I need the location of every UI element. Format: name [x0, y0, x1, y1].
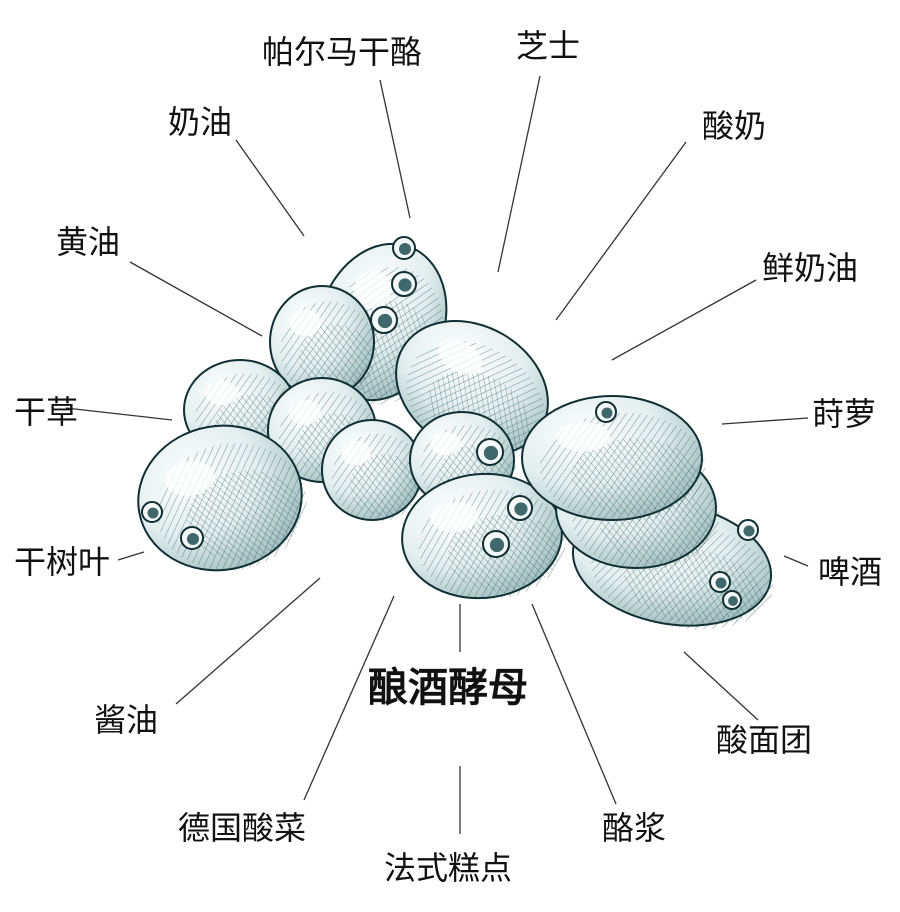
- bud-scar-11: [709, 571, 731, 593]
- leader-line-butter: [129, 261, 263, 337]
- leader-line-parma: [379, 79, 411, 219]
- label-sauerkraut: 德国酸菜: [178, 809, 307, 847]
- label-cheese: 芝士: [516, 27, 581, 65]
- label-dry-leaves: 干树叶: [14, 543, 111, 581]
- bud-scar-2: [391, 271, 417, 297]
- label-buttermilk: 酪浆: [602, 809, 667, 847]
- cell-center: [321, 419, 424, 522]
- leader-line-soy: [175, 577, 321, 705]
- center-label: 酿酒酵母: [368, 665, 528, 711]
- bud-scar-7: [507, 495, 533, 521]
- leader-line-yogurt: [555, 141, 687, 321]
- bud-scar-3: [370, 306, 398, 334]
- label-french-pastry: 法式糕点: [384, 849, 513, 887]
- leader-line-buttermilk: [531, 603, 617, 805]
- label-yogurt: 酸奶: [702, 107, 767, 145]
- bud-scar-9: [595, 401, 617, 423]
- leader-line-cheese: [497, 75, 541, 273]
- bud-scar-5: [180, 526, 204, 550]
- yeast-cells: [137, 236, 774, 630]
- bud-scar-4: [141, 501, 163, 523]
- leader-line-sauerkraut: [303, 595, 395, 801]
- bud-scar-1: [392, 236, 416, 260]
- leader-line-beer: [783, 555, 809, 567]
- leader-line-sourdough: [683, 651, 759, 721]
- bud-scar-6: [476, 438, 504, 466]
- label-hay: 干草: [14, 393, 79, 431]
- label-butter: 黄油: [56, 223, 121, 261]
- bud-scar-12: [722, 590, 742, 610]
- label-fresh-cream: 鲜奶油: [762, 249, 859, 287]
- label-soy-sauce: 酱油: [94, 701, 159, 739]
- leader-line-fresh: [611, 279, 757, 361]
- label-parma-cheese: 帕尔马干酪: [262, 33, 423, 71]
- bud-scar-10: [737, 519, 759, 541]
- leader-line-dill: [721, 417, 809, 425]
- bud-scar-8: [482, 530, 510, 558]
- cell-upper-left: [269, 285, 377, 400]
- leader-line-hay: [65, 407, 173, 421]
- label-dill: 莳萝: [812, 395, 877, 433]
- label-sourdough: 酸面团: [716, 721, 813, 759]
- leader-line-leaves: [117, 551, 145, 561]
- cell-right-top: [521, 395, 706, 522]
- leader-line-cream: [235, 139, 305, 237]
- label-beer: 啤酒: [818, 553, 883, 591]
- label-cream: 奶油: [168, 103, 233, 141]
- leader-lines: [65, 75, 809, 834]
